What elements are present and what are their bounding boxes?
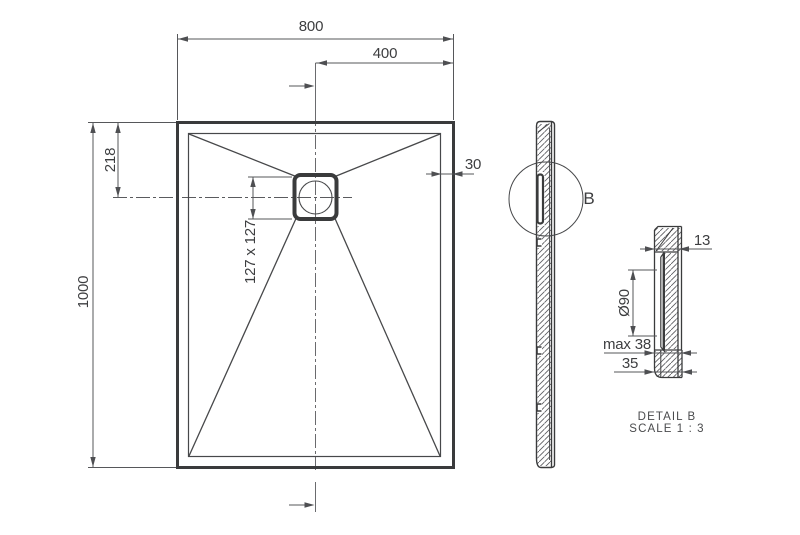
- dim-13: 13: [640, 232, 712, 252]
- side-drain-flange: [536, 173, 545, 225]
- dim-drain-size: 127 x 127: [242, 176, 292, 284]
- detail-b-view: 13 Ø90 max 38 35 DETAIL B SCALE 1 : 3: [603, 225, 712, 435]
- dim-800-label: 800: [299, 18, 323, 35]
- dim-diameter-90: Ø90: [616, 269, 657, 337]
- dim-218-label: 218: [102, 148, 119, 172]
- dim-400: 400: [315, 45, 454, 66]
- detail-scale: SCALE 1 : 3: [629, 423, 704, 435]
- dim-800: 800: [177, 18, 454, 120]
- dim-13-label: 13: [694, 232, 710, 249]
- center-axis-markers: [289, 83, 315, 508]
- tray-inner-edge: [187, 132, 442, 458]
- floor-slope-lines: [188, 133, 441, 457]
- detail-title: DETAIL B: [638, 411, 697, 423]
- dim-max-38-label: max 38: [603, 336, 651, 353]
- side-view: B: [508, 120, 595, 469]
- dim-35: 35: [614, 355, 697, 375]
- dim-max-38: max 38: [603, 336, 697, 356]
- dim-1000-label: 1000: [75, 276, 92, 309]
- dim-30-label: 30: [465, 156, 481, 173]
- dim-35-label: 35: [622, 355, 638, 372]
- dim-drain-size-label: 127 x 127: [242, 220, 259, 284]
- side-notches: [536, 238, 542, 412]
- drain-circle: [298, 180, 333, 215]
- side-rim-slope-line: [537, 123, 550, 133]
- dim-1000: 1000: [75, 122, 176, 468]
- centerlines: [113, 63, 352, 512]
- drain-frame: [292, 173, 339, 221]
- tray-outer-edge: [176, 121, 455, 469]
- detail-b-marker: B: [583, 189, 594, 208]
- detail-section-outline: [653, 225, 683, 379]
- dim-diameter-90-label: Ø90: [616, 289, 633, 317]
- dim-218: 218: [88, 122, 176, 198]
- dim-400-label: 400: [373, 45, 397, 62]
- plan-view: 800 400 218 1: [75, 18, 481, 512]
- dim-30: 30: [426, 156, 481, 177]
- detail-b-circle: [508, 161, 584, 237]
- detail-drain-lip: [660, 251, 666, 353]
